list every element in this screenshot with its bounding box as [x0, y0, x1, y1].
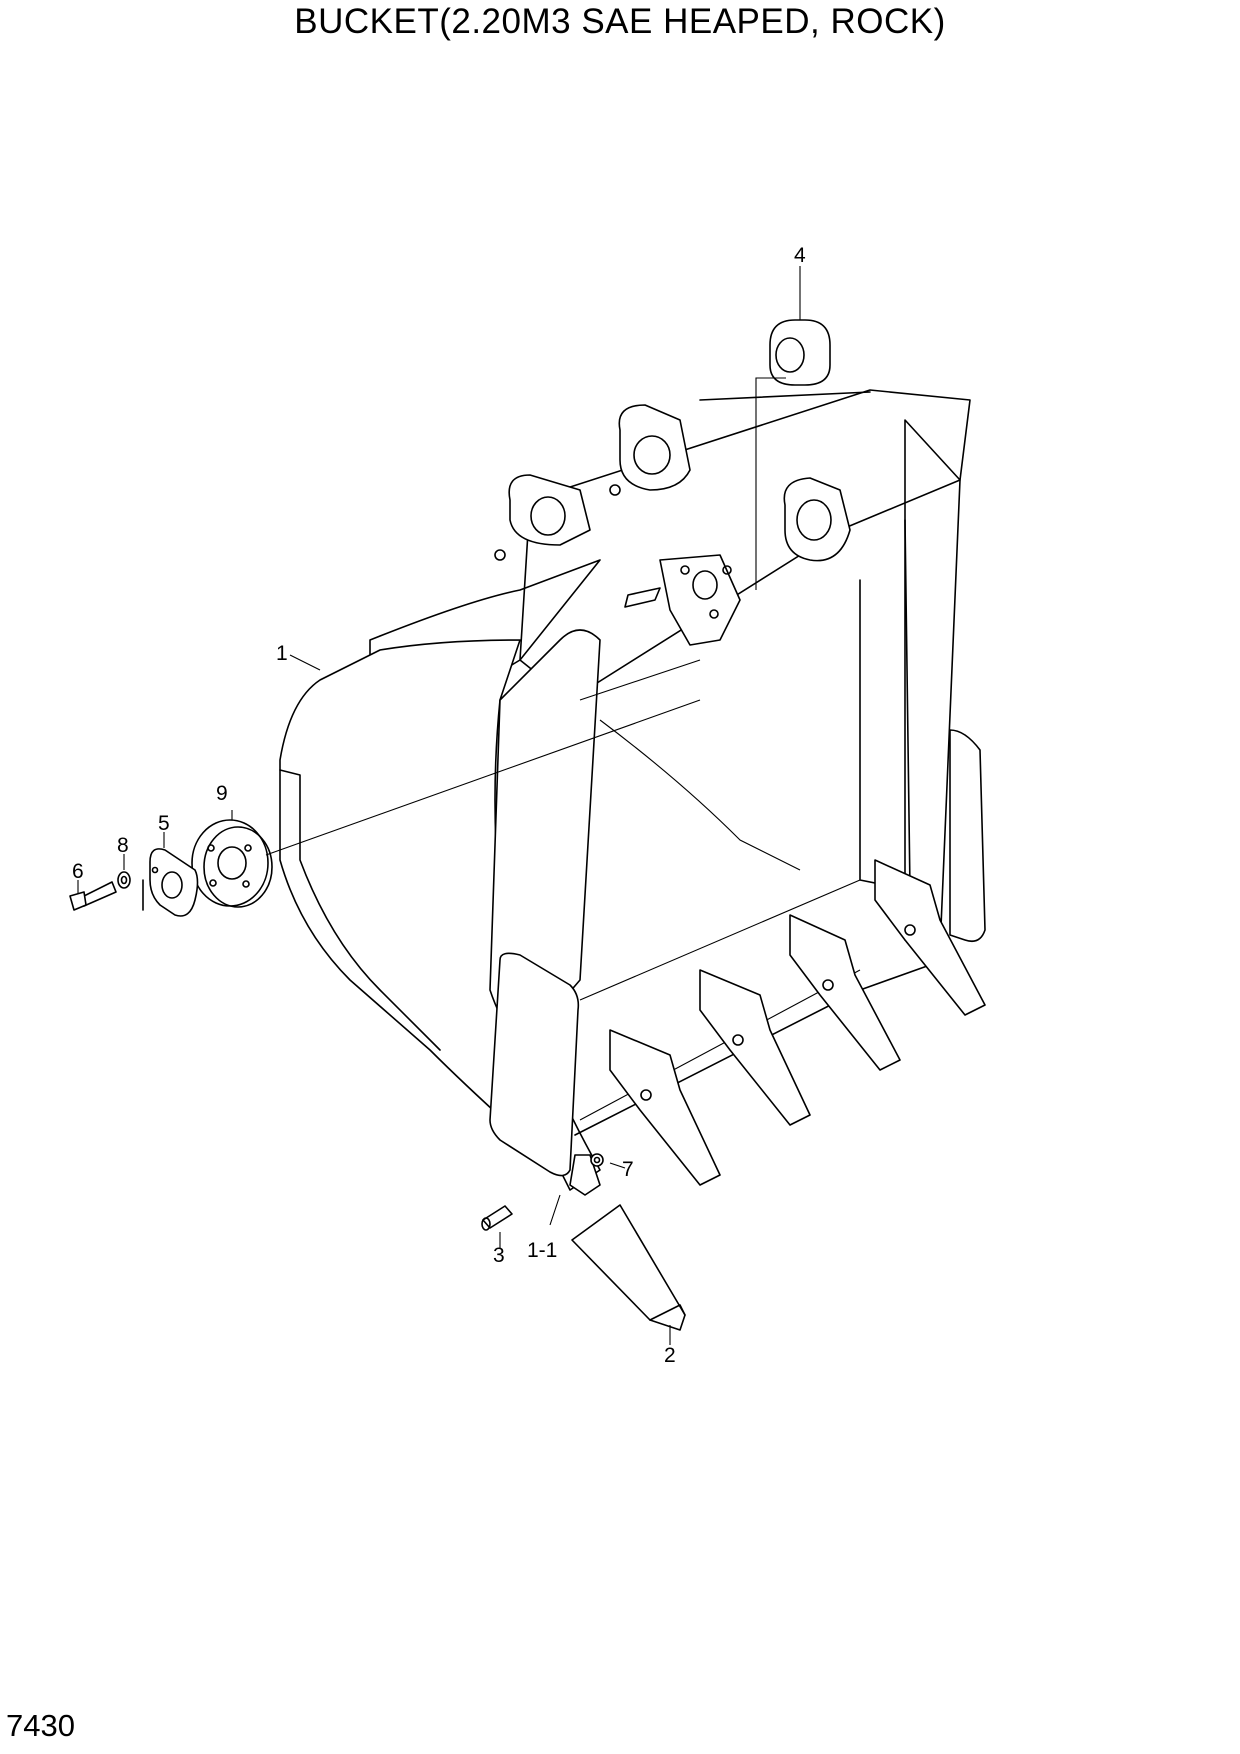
bucket-body — [279, 389, 986, 1191]
callout-7: 7 — [622, 1158, 634, 1181]
callout-4: 4 — [794, 244, 806, 267]
callout-6: 6 — [72, 860, 84, 883]
page-title: BUCKET(2.20M3 SAE HEAPED, ROCK) — [294, 2, 946, 41]
callout-1-1: 1-1 — [527, 1239, 557, 1262]
callout-1: 1 — [276, 642, 288, 665]
callout-9: 9 — [216, 782, 228, 805]
washer-part-7 — [590, 1153, 604, 1167]
page-code: 7430 — [6, 1708, 75, 1743]
callout-2: 2 — [664, 1344, 676, 1367]
callout-3: 3 — [493, 1244, 505, 1267]
callout-5: 5 — [158, 812, 170, 835]
side-hardware — [69, 819, 273, 917]
lug-bosses — [494, 404, 851, 646]
leader-lines — [77, 266, 801, 1345]
teeth-row — [569, 859, 986, 1196]
bushing-part-4 — [769, 319, 831, 386]
pin-part-3 — [481, 1205, 513, 1231]
tooth-part-2 — [571, 1204, 686, 1331]
callout-8: 8 — [117, 834, 129, 857]
